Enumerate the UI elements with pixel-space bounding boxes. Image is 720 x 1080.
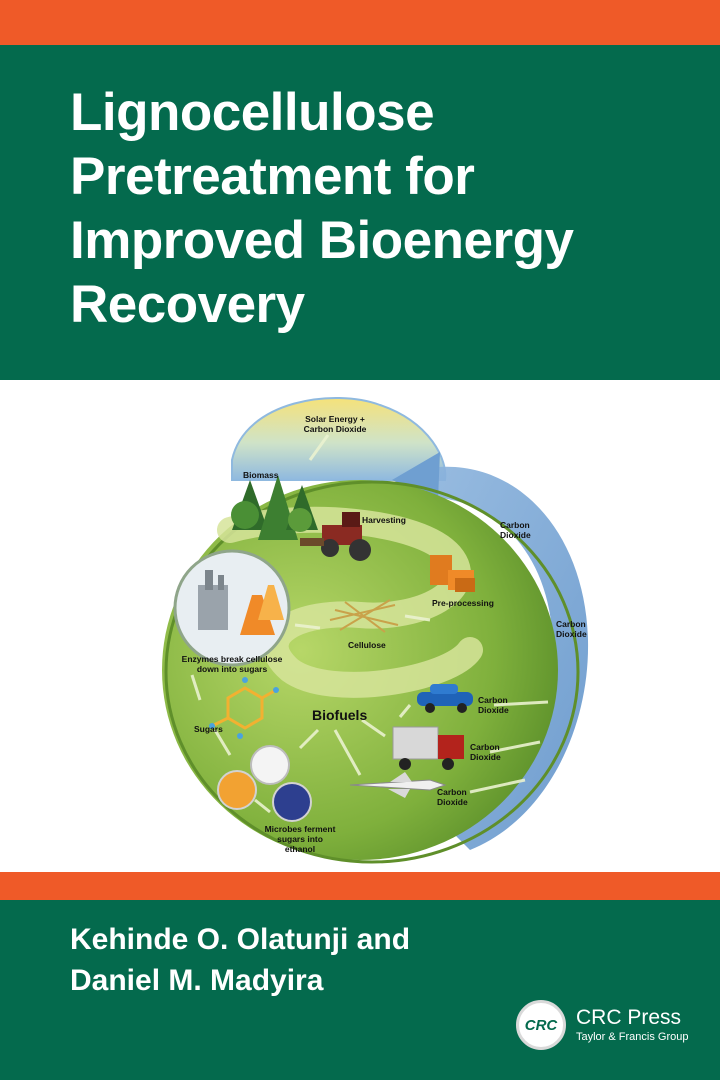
co2-car-label-2: Dioxide [478, 705, 509, 715]
author-block: Kehinde O. Olatunji and Daniel M. Madyir… [0, 900, 720, 1080]
crc-logo-icon: CRC [516, 1000, 566, 1050]
enzyme-lab-circle [173, 549, 291, 667]
solar-energy-label-1: Solar Energy + [305, 414, 365, 424]
co2-car-label-1: Carbon [478, 695, 508, 705]
top-orange-band [0, 0, 720, 45]
truck-icon [392, 726, 464, 770]
book-title-line-3: Improved Bioenergy [70, 211, 574, 270]
publisher-name: CRC Press [576, 1006, 682, 1029]
co2-arc1-label-2: Dioxide [500, 530, 531, 540]
microbes-label-2: sugars into [277, 834, 323, 844]
biomass-label: Biomass [243, 470, 279, 480]
green-land-rim [164, 480, 580, 864]
middle-orange-band [0, 872, 720, 900]
microbe-circle-blue [272, 782, 312, 822]
microbe-circle-white [250, 745, 290, 785]
publisher-group: Taylor & Francis Group [576, 1031, 689, 1043]
factory-icon [198, 570, 228, 630]
solar-energy-label-2: Carbon Dioxide [304, 424, 367, 434]
co2-truck-label-2: Dioxide [470, 752, 501, 762]
harvesting-label: Harvesting [362, 515, 406, 525]
microbes-label-3: ethanol [285, 844, 315, 854]
preprocessing-icon [430, 555, 475, 592]
flask-icon [240, 585, 284, 635]
book-title-line-2: Pretreatment for [70, 147, 475, 206]
co2-arc2-label-2: Dioxide [556, 629, 587, 639]
crc-logo-text: CRC [524, 1017, 558, 1034]
co2-arc1-label-1: Carbon [500, 520, 530, 530]
flow-arrows [190, 434, 549, 814]
car-icon [417, 684, 473, 713]
airplane-icon [349, 772, 447, 798]
author-line-1: Kehinde O. Olatunji and [70, 923, 411, 956]
sky-dome [231, 396, 447, 481]
co2-plane-label-2: Dioxide [437, 797, 468, 807]
cover-illustration-area: Solar Energy + Carbon Dioxide Biomass Ha… [0, 380, 720, 872]
microbe-circle-orange [217, 770, 257, 810]
forest-icon [231, 475, 318, 540]
cellulose-fibers-icon [329, 599, 399, 633]
co2-plane-label-1: Carbon [437, 787, 467, 797]
cellulose-label: Cellulose [348, 640, 386, 650]
book-title-line-4: Recovery [70, 275, 305, 334]
atoms-icon [209, 677, 279, 739]
co2-arc2-label-1: Carbon [556, 619, 586, 629]
author-line-2: Daniel M. Madyira [70, 964, 324, 997]
microbes-label-1: Microbes ferment [265, 824, 336, 834]
enzymes-label-2: down into sugars [197, 664, 268, 674]
enzymes-label-1: Enzymes break cellulose [182, 654, 283, 664]
biofuels-label: Biofuels [312, 707, 367, 723]
sugars-label: Sugars [194, 724, 223, 734]
publisher-logo: CRC CRC Press Taylor & Francis Group [516, 998, 706, 1054]
title-block: Lignocellulose Pretreatment for Improved… [0, 45, 720, 380]
bioenergy-cycle-diagram: Solar Energy + Carbon Dioxide Biomass Ha… [162, 396, 589, 864]
tractor-icon [300, 512, 371, 561]
co2-truck-label-1: Carbon [470, 742, 500, 752]
preprocessing-label: Pre-processing [432, 598, 494, 608]
book-title-line-1: Lignocellulose [70, 83, 435, 142]
